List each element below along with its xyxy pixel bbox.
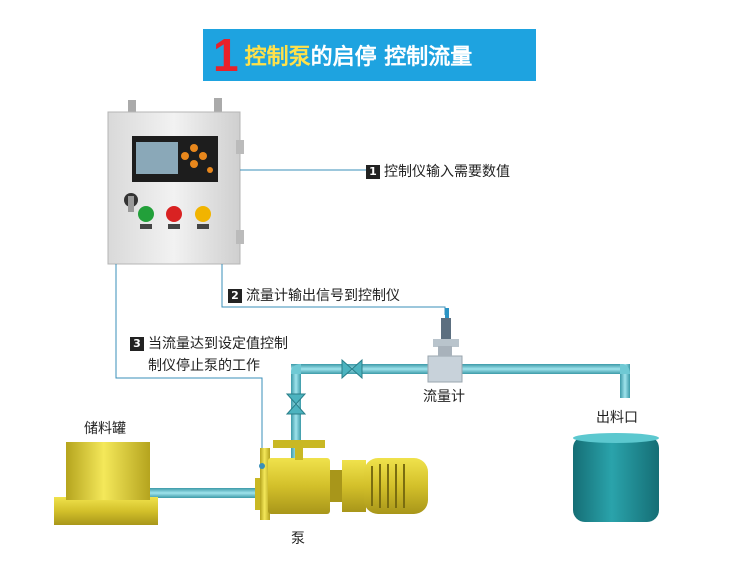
- control-cabinet: [107, 98, 244, 265]
- storage-tank: [54, 442, 158, 525]
- flowmeter: [427, 308, 463, 383]
- tank-label: 储料罐: [84, 421, 126, 437]
- outlet-container: [573, 433, 659, 522]
- step3-line1: 当流量达到设定值控制: [148, 336, 288, 352]
- green-start-button: [138, 206, 154, 222]
- step1-text: 控制仪输入需要数值: [384, 164, 510, 180]
- outlet-label: 出料口: [596, 410, 638, 426]
- step3-badge: 3: [130, 337, 144, 351]
- banner-title-rest: 的启停 控制流量: [310, 45, 473, 70]
- pump-label: 泵: [291, 531, 305, 547]
- title-banner: 1 控制泵 的启停 控制流量: [203, 29, 536, 81]
- horizontal-valve-icon: [341, 358, 363, 380]
- banner-number: 1: [213, 29, 239, 81]
- yellow-button: [195, 206, 211, 222]
- banner-title-highlight: 控制泵: [244, 45, 311, 70]
- red-stop-button: [166, 206, 182, 222]
- controller-screen: [136, 142, 178, 174]
- vertical-valve-icon: [285, 393, 307, 415]
- step2-badge: 2: [228, 289, 242, 303]
- annotation-step2: 2 流量计输出信号到控制仪: [228, 285, 400, 305]
- pump-assembly: [255, 440, 428, 520]
- flowmeter-label: 流量计: [423, 389, 465, 405]
- step3-line2: 制仪停止泵的工作: [148, 358, 260, 374]
- annotation-step1: 1 控制仪输入需要数值: [366, 161, 510, 181]
- step1-badge: 1: [366, 165, 380, 179]
- step2-text: 流量计输出信号到控制仪: [246, 288, 400, 304]
- annotation-step3: 3 当流量达到设定值控制: [130, 333, 288, 353]
